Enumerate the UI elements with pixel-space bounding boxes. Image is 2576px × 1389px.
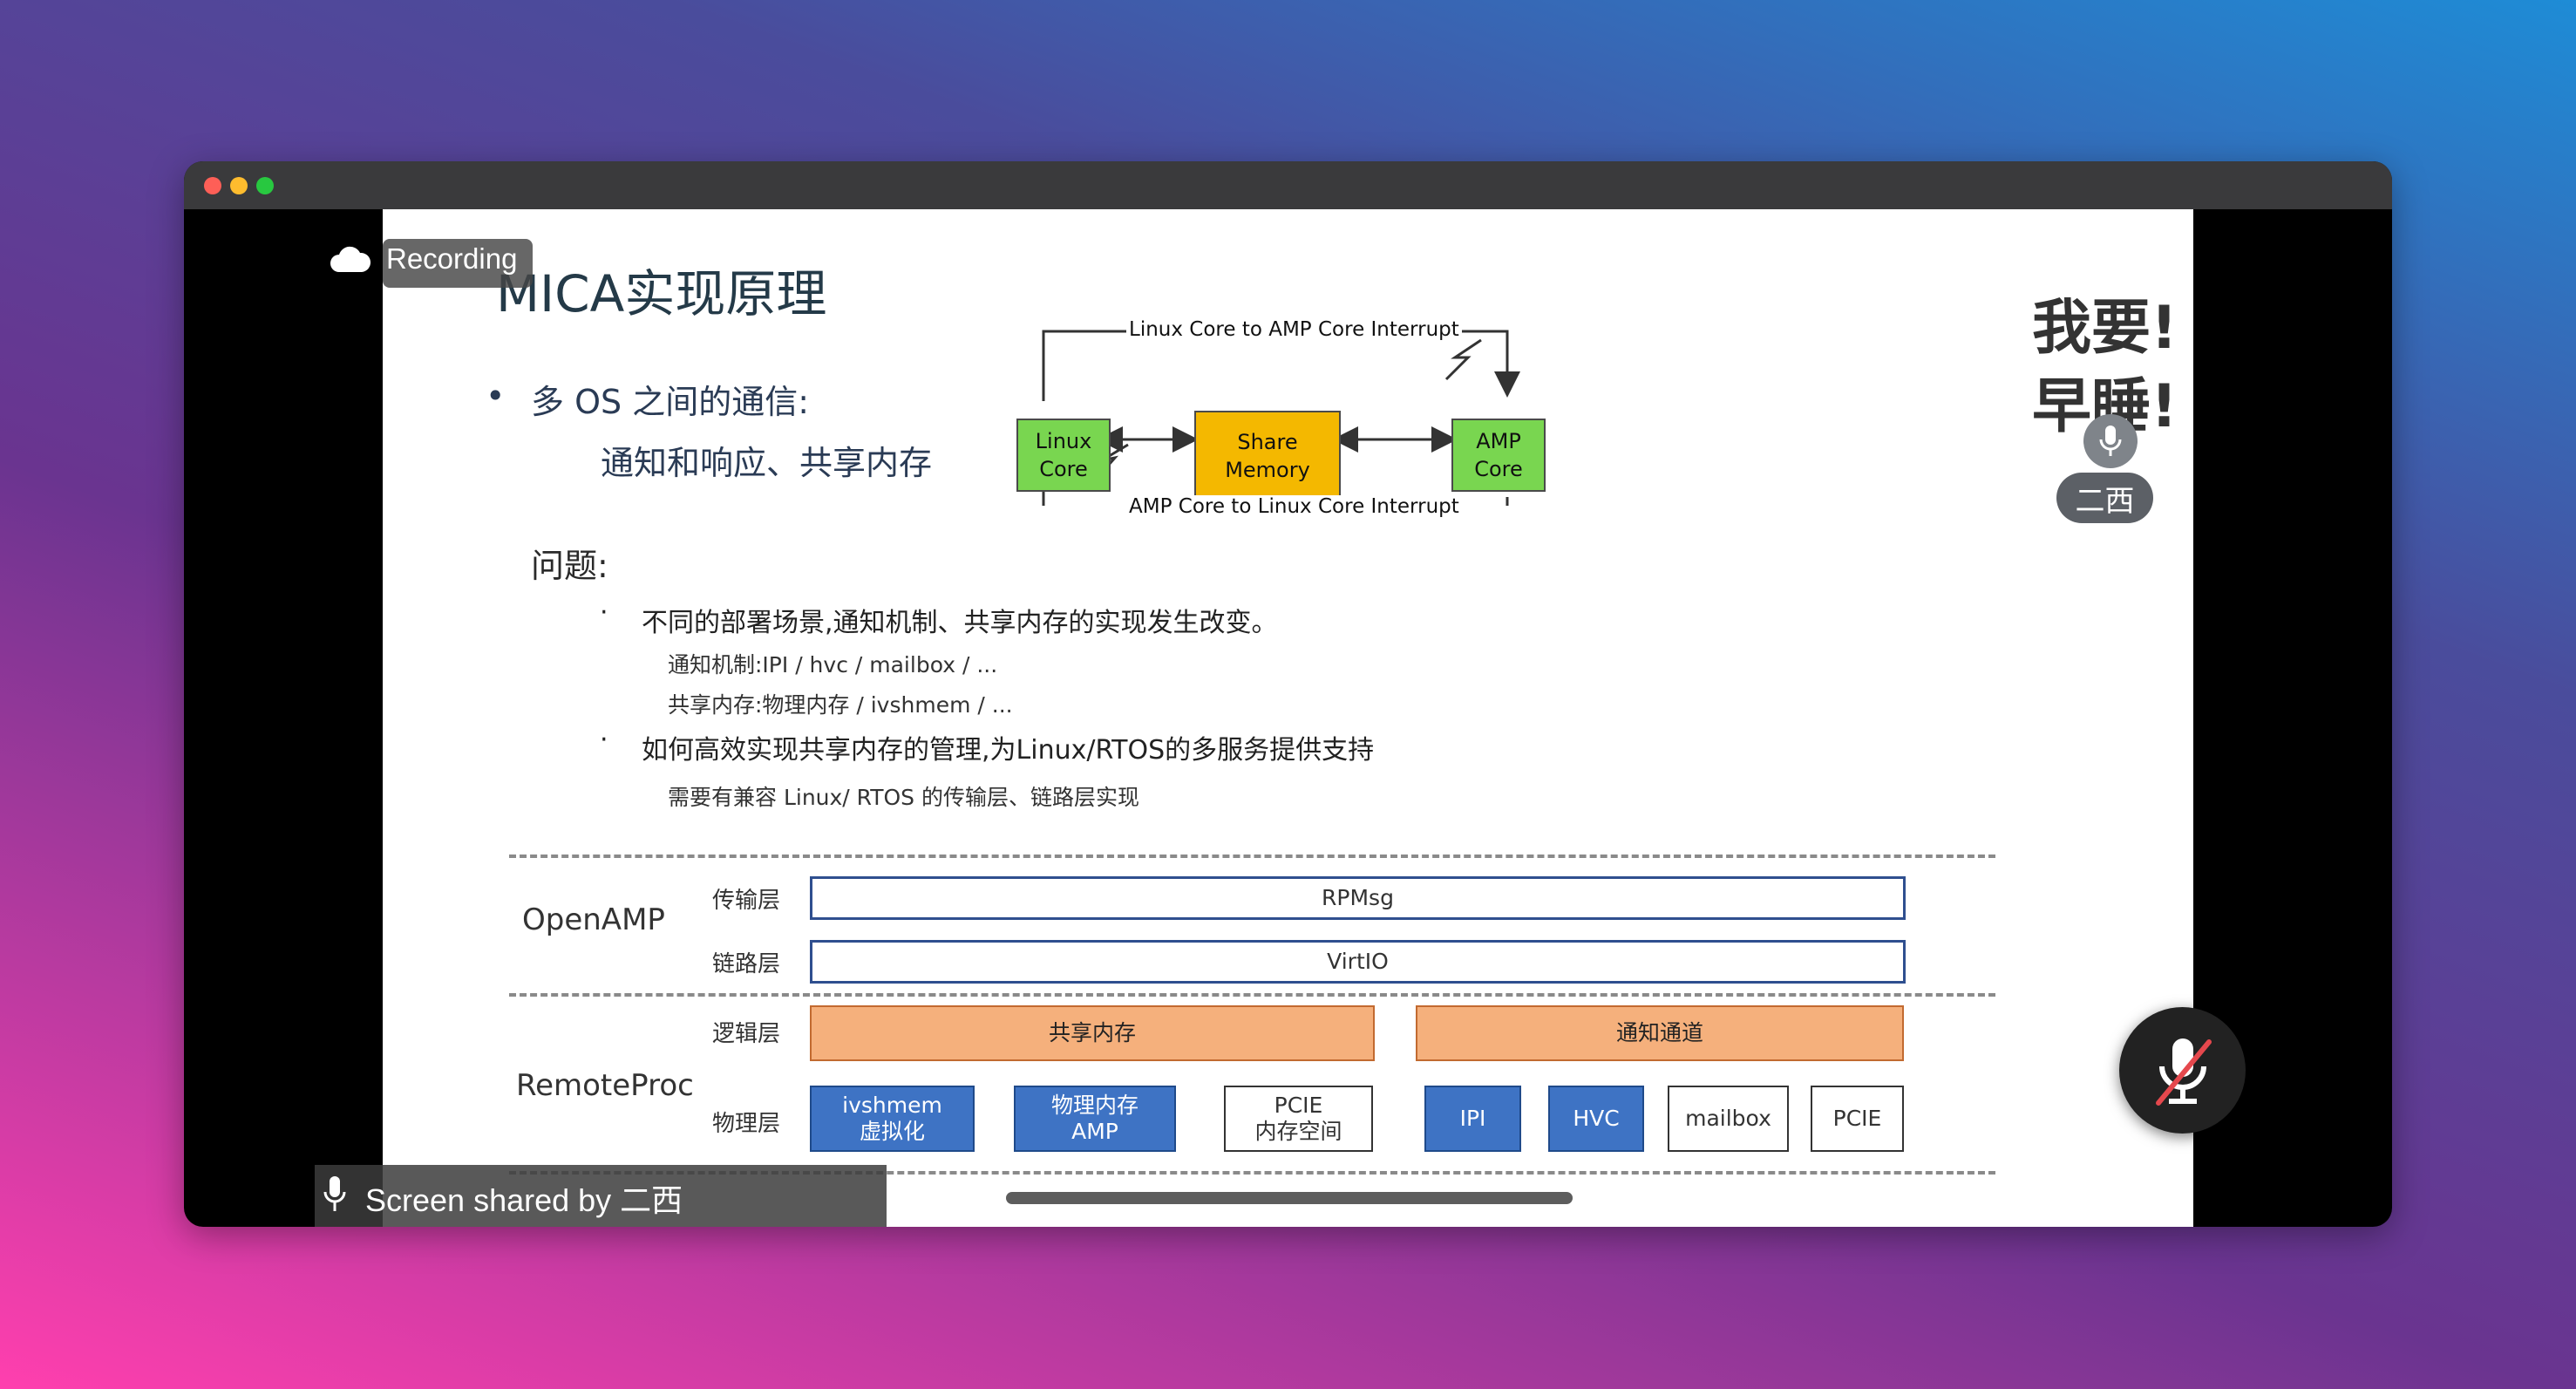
issue-1: · 不同的部署场景,通知机制、共享内存的实现发生改变。 [600,597,1278,638]
muted-mic-icon [2155,1038,2212,1106]
logic-layer-label: 逻辑层 [712,1021,781,1047]
divider-middle [509,993,1995,997]
cloud-icon [330,246,371,272]
notify-channel-box: 通知通道 [1416,1005,1904,1061]
maximize-window-button[interactable] [256,177,274,194]
issue-2: · 如何高效实现共享内存的管理,为Linux/RTOS的多服务提供支持 [600,725,1375,766]
openamp-label: OpenAMP [522,902,665,937]
issue-1-sub-notify: 通知机制:IPI / hvc / mailbox / ... [668,652,998,677]
slide-title: MICA实现原理 [496,264,827,323]
mic-icon [323,1176,346,1211]
amp-to-linux-interrupt-label: AMP Core to Linux Core Interrupt [1126,495,1462,518]
virtio-box: VirtIO [810,940,1906,984]
mailbox-box: mailbox [1668,1086,1789,1152]
physical-layer-label: 物理层 [712,1111,781,1137]
transport-layer-label: 传输层 [712,888,781,914]
remoteproc-label: RemoteProc [516,1068,694,1103]
issue-1-sub-memory: 共享内存:物理内存 / ivshmem / ... [668,692,1013,718]
divider-bottom [509,1171,1995,1175]
divider-top [509,855,1995,858]
meeting-window: MICA实现原理 • 多 OS 之间的通信: 通知和响应、共享内存 [184,161,2392,1227]
screen-share-label: Screen shared by 二西 [365,1182,683,1218]
rpmsg-box: RPMsg [810,876,1906,920]
participant-mic-icon [2083,414,2138,468]
bullet-communication: • 多 OS 之间的通信: [486,377,809,421]
screen-share-badge [315,1165,887,1227]
participant-sign-line1: 我要! [2032,294,2178,363]
issue-2-sub: 需要有兼容 Linux/ RTOS 的传输层、链路层实现 [668,785,1139,810]
recording-badge [383,239,533,288]
shared-memory-box: 共享内存 [810,1005,1375,1061]
participant-tile[interactable] [2026,269,2174,434]
close-window-button[interactable] [204,177,221,194]
participant-name-tag: 二西 [2056,473,2153,523]
pcie-box: PCIE [1811,1086,1904,1152]
horizontal-scrollbar[interactable] [1006,1192,1573,1204]
linux-to-amp-interrupt-label: Linux Core to AMP Core Interrupt [1126,318,1462,341]
mute-toggle-button[interactable] [2119,1007,2246,1134]
shared-slide: MICA实现原理 • 多 OS 之间的通信: 通知和响应、共享内存 [383,209,2193,1227]
hvc-box: HVC [1548,1086,1644,1152]
ipi-box: IPI [1424,1086,1521,1152]
window-titlebar [184,161,2392,209]
link-layer-label: 链路层 [712,951,781,977]
bullet-communication-text: 多 OS 之间的通信: [531,383,809,421]
issues-heading: 问题: [531,547,608,585]
recording-label: Recording [386,242,518,275]
bullet-communication-sub: 通知和响应、共享内存 [601,444,933,482]
minimize-window-button[interactable] [230,177,248,194]
